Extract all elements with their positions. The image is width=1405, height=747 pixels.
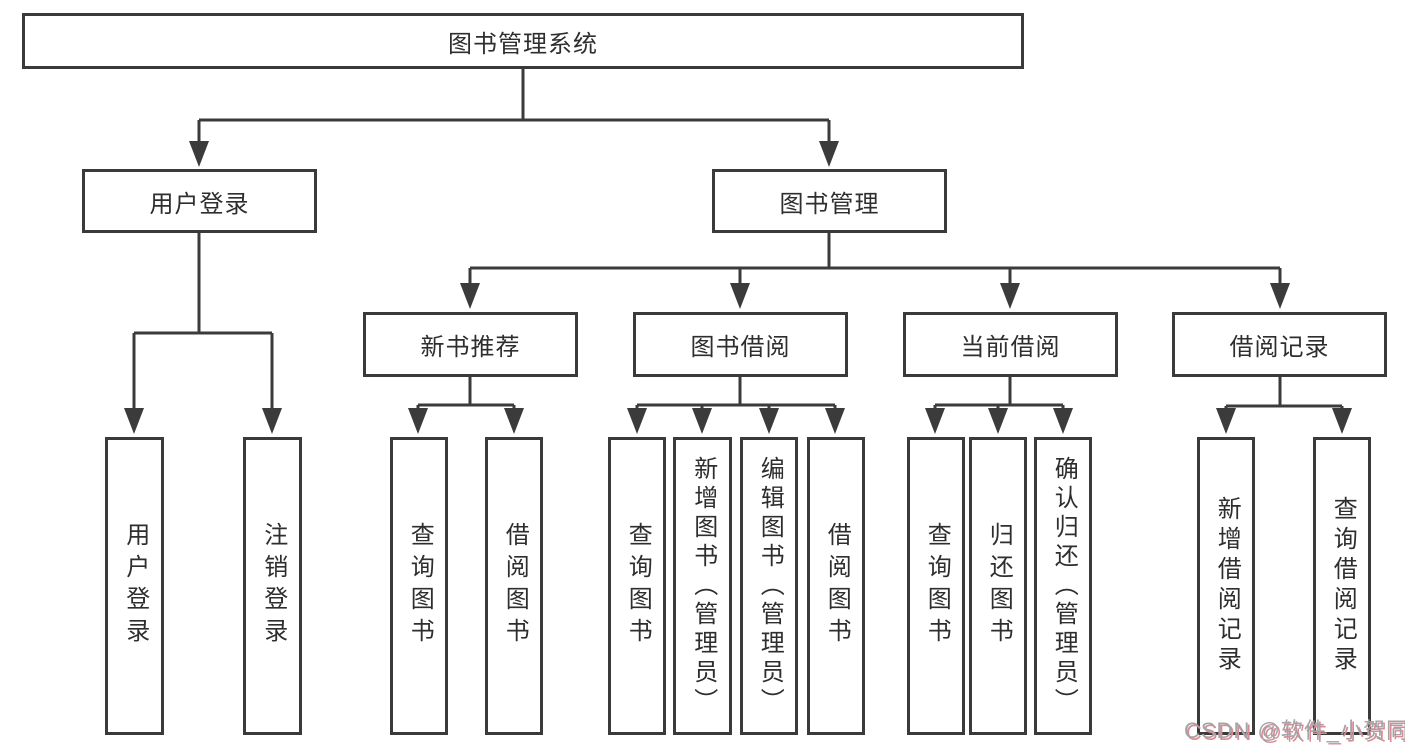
node-root-label: 图书管理系统 bbox=[448, 30, 598, 58]
arrowhead bbox=[1216, 408, 1236, 434]
connector-user-login-split bbox=[132, 233, 274, 412]
connector-book-mgmt-split bbox=[468, 233, 1282, 288]
leaf-label: 查询借阅记录 bbox=[1329, 496, 1357, 676]
leaf-label: 查询图书 bbox=[406, 522, 434, 650]
node-current-borrowing-label: 当前借阅 bbox=[960, 334, 1061, 361]
node-user-login-label: 用户登录 bbox=[149, 190, 250, 218]
arrowhead bbox=[262, 408, 282, 434]
leaf-label: 归还图书 bbox=[985, 522, 1013, 650]
connector-new-books-split bbox=[416, 377, 516, 414]
node-book-management: 图书管理 bbox=[712, 169, 947, 233]
arrowhead bbox=[692, 408, 712, 434]
connector-root-split bbox=[197, 68, 831, 146]
arrowhead bbox=[1332, 408, 1352, 434]
leaf-label: 新增图书（管理员） bbox=[689, 455, 717, 717]
leaf-confirm-return-admin: 确认归还（管理员） bbox=[1034, 437, 1092, 735]
connector-borrowing-split bbox=[635, 377, 837, 414]
leaf-edit-books-admin: 编辑图书（管理员） bbox=[740, 437, 798, 735]
arrowhead bbox=[1000, 283, 1020, 309]
leaf-label: 借阅图书 bbox=[823, 522, 851, 650]
arrowhead bbox=[825, 408, 845, 434]
node-new-book-recommend: 新书推荐 bbox=[363, 312, 578, 377]
arrowhead bbox=[1270, 283, 1290, 309]
leaf-query-books-recommend: 查询图书 bbox=[390, 437, 448, 735]
leaf-user-login: 用户登录 bbox=[105, 437, 164, 735]
leaf-label: 用户登录 bbox=[121, 522, 149, 650]
arrowhead bbox=[124, 408, 144, 434]
leaf-label: 确认归还（管理员） bbox=[1050, 455, 1078, 717]
node-borrowing-records-label: 借阅记录 bbox=[1229, 334, 1330, 361]
leaf-add-books-admin: 新增图书（管理员） bbox=[673, 437, 732, 735]
leaf-add-borrow-record: 新增借阅记录 bbox=[1197, 437, 1255, 735]
leaf-query-borrow-record: 查询借阅记录 bbox=[1313, 437, 1371, 735]
arrowhead bbox=[627, 408, 647, 434]
leaf-label: 查询图书 bbox=[923, 522, 951, 650]
arrowhead bbox=[759, 408, 779, 434]
leaf-label: 注销登录 bbox=[259, 522, 287, 650]
leaf-label: 借阅图书 bbox=[501, 522, 529, 650]
node-borrowing-records: 借阅记录 bbox=[1172, 312, 1387, 377]
node-book-borrowing-label: 图书借阅 bbox=[690, 334, 791, 361]
arrowhead bbox=[925, 408, 945, 434]
node-root: 图书管理系统 bbox=[22, 13, 1024, 69]
leaf-query-books-borrowing: 查询图书 bbox=[608, 437, 666, 735]
leaf-logout: 注销登录 bbox=[243, 437, 302, 735]
arrowhead bbox=[1053, 408, 1073, 434]
arrowhead bbox=[189, 141, 209, 167]
connector-records-split bbox=[1224, 377, 1344, 414]
node-book-borrowing: 图书借阅 bbox=[633, 312, 848, 377]
arrowhead bbox=[504, 408, 524, 434]
watermark: CSDN @软件_小贺同学 bbox=[1184, 718, 1405, 743]
node-book-management-label: 图书管理 bbox=[779, 190, 880, 218]
arrowhead bbox=[460, 283, 480, 309]
leaf-label: 新增借阅记录 bbox=[1213, 496, 1241, 676]
node-user-login: 用户登录 bbox=[82, 169, 317, 233]
arrowhead bbox=[819, 141, 839, 167]
leaf-borrow-books: 借阅图书 bbox=[807, 437, 865, 735]
arrowhead bbox=[408, 408, 428, 434]
arrowhead bbox=[988, 408, 1008, 434]
leaf-return-books: 归还图书 bbox=[969, 437, 1027, 735]
leaf-label: 编辑图书（管理员） bbox=[756, 455, 784, 717]
arrowhead bbox=[730, 283, 750, 309]
node-current-borrowing: 当前借阅 bbox=[903, 312, 1118, 377]
leaf-query-books-current: 查询图书 bbox=[907, 437, 965, 735]
leaf-borrow-books-recommend: 借阅图书 bbox=[485, 437, 543, 735]
node-new-book-recommend-label: 新书推荐 bbox=[420, 334, 521, 361]
leaf-label: 查询图书 bbox=[624, 522, 652, 650]
